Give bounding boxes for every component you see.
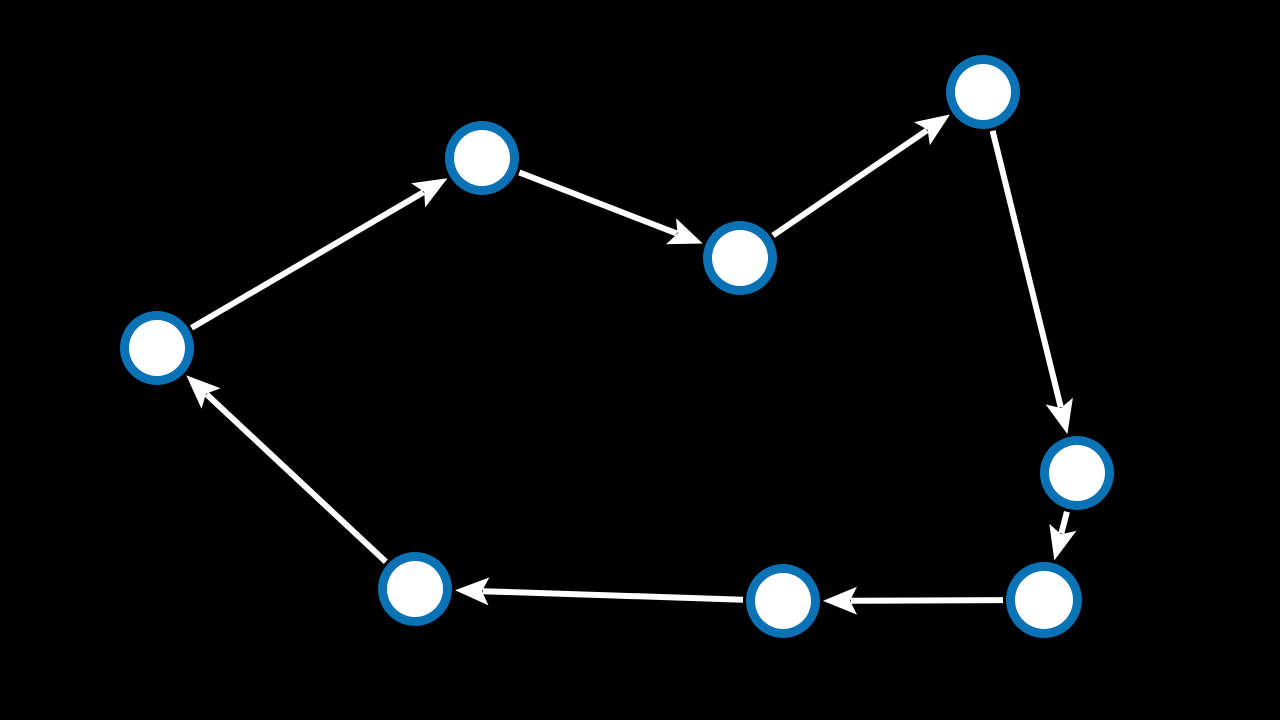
node-fill [387,561,443,617]
edge-line [204,392,388,564]
edge-line [989,130,1064,408]
graph-node[interactable] [120,311,194,385]
node-fill [955,64,1011,120]
node-fill [1049,445,1105,501]
graph-node[interactable] [946,55,1020,129]
edges-layer [186,114,1077,615]
arrowhead-icon [454,577,490,606]
arrowhead-icon [1045,397,1073,435]
graph-edge[interactable] [823,586,1004,615]
edge-line [190,189,425,331]
graph-edge[interactable] [186,375,388,564]
graph-node[interactable] [1006,562,1082,638]
graph-edge[interactable] [518,169,703,245]
graph-node[interactable] [378,552,452,626]
graph-edge[interactable] [989,130,1073,435]
graph-edge[interactable] [1049,510,1077,561]
arrowhead-icon [823,586,858,615]
node-fill [755,573,811,629]
arrowhead-icon [1049,523,1077,561]
node-fill [129,320,185,376]
edge-line [482,588,744,603]
graph-edge[interactable] [190,178,448,331]
node-fill [1015,571,1073,629]
nodes-layer [120,55,1114,638]
graph-node[interactable] [746,564,820,638]
edge-line [1058,510,1070,535]
arrowhead-icon [411,178,448,208]
edge-line [771,127,929,238]
arrowhead-icon [665,218,703,245]
arrowhead-icon [914,114,950,146]
arrowhead-icon [186,375,221,409]
graph-node[interactable] [1040,436,1114,510]
edge-line [850,597,1004,604]
graph-edge[interactable] [454,577,744,606]
node-fill [454,130,510,186]
graph-node[interactable] [703,221,777,295]
node-fill [712,230,768,286]
graph-edge[interactable] [771,114,950,238]
edge-line [518,169,678,237]
graph-node[interactable] [445,121,519,195]
